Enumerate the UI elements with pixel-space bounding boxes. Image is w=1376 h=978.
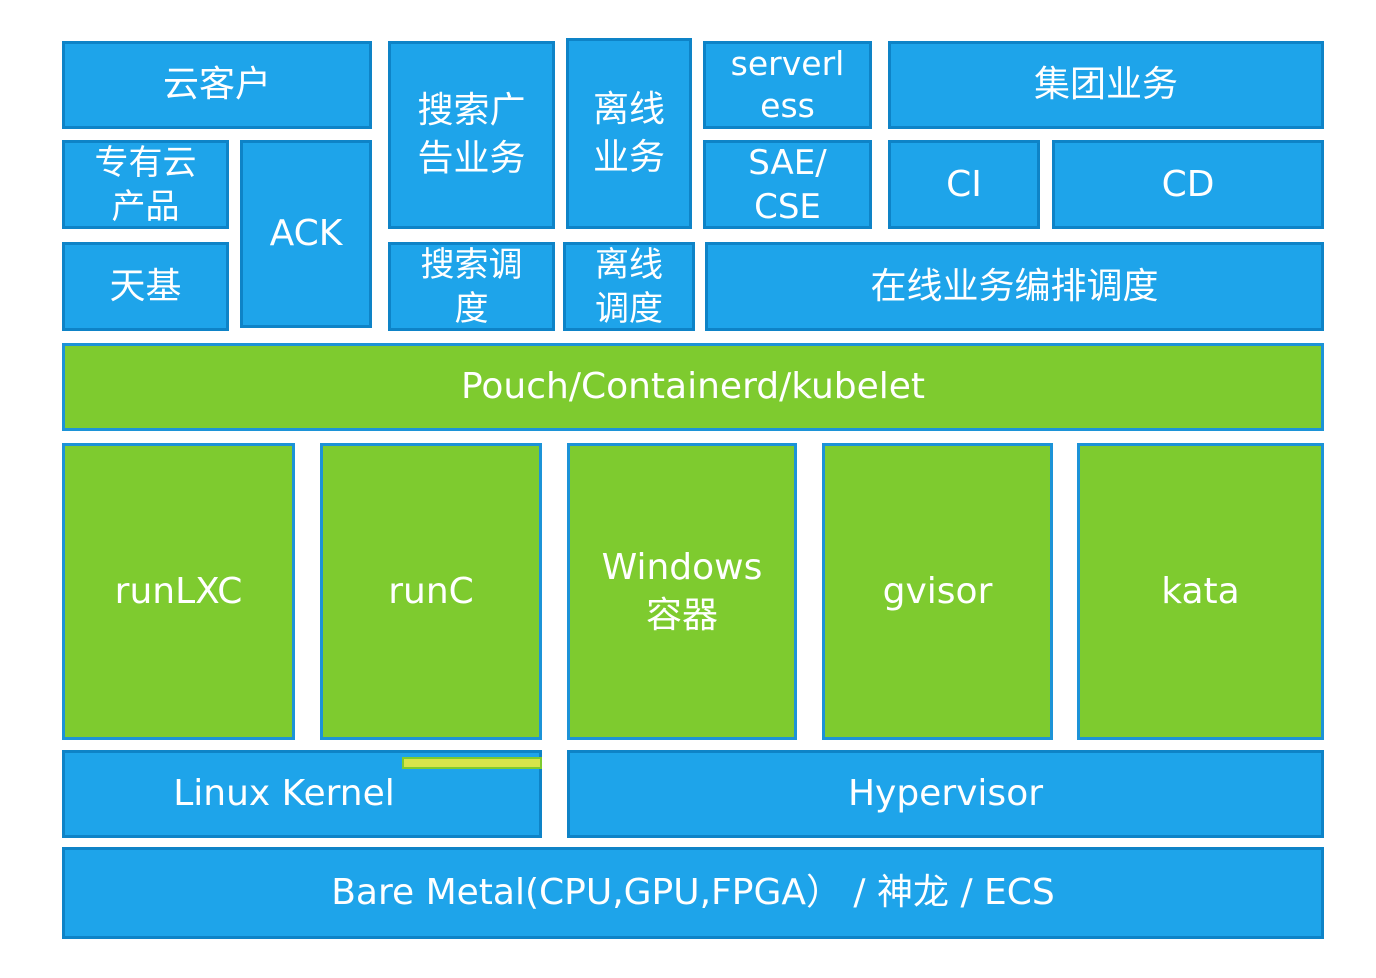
runlxc-box: runLXC — [62, 443, 295, 740]
offline-scheduling-box: 离线 调度 — [563, 242, 695, 331]
pouch-containerd-kubelet-box: Pouch/Containerd/kubelet — [62, 343, 1324, 431]
search-scheduling-box: 搜索调 度 — [388, 242, 555, 331]
ack-box: ACK — [240, 140, 372, 328]
private-cloud-label: 专有云 产品 — [94, 142, 197, 227]
kata-label: kata — [1161, 570, 1240, 612]
group-business-label: 集团业务 — [1033, 64, 1178, 105]
group-business-box: 集团业务 — [888, 41, 1324, 129]
cd-box: CD — [1052, 140, 1324, 229]
windows-container-box: Windows 容器 — [567, 443, 797, 740]
tianji-label: 天基 — [109, 265, 182, 307]
windows-container-label: Windows 容器 — [601, 546, 763, 636]
online-orchestration-label: 在线业务编排调度 — [870, 265, 1159, 307]
ci-label: CI — [946, 163, 982, 205]
ack-label: ACK — [269, 213, 343, 254]
hypervisor-box: Hypervisor — [567, 750, 1324, 838]
ci-box: CI — [888, 140, 1040, 229]
bare-metal-label: Bare Metal(CPU,GPU,FPGA） / 神龙 / ECS — [331, 872, 1055, 913]
search-scheduling-label: 搜索调 度 — [420, 244, 523, 329]
gvisor-box: gvisor — [822, 443, 1053, 740]
offline-scheduling-label: 离线 调度 — [595, 244, 663, 329]
runc-kernel-connector — [402, 757, 542, 769]
cd-label: CD — [1161, 163, 1215, 205]
bare-metal-box: Bare Metal(CPU,GPU,FPGA） / 神龙 / ECS — [62, 847, 1324, 939]
linux-kernel-label: Linux Kernel — [173, 773, 395, 814]
cloud-customer-label: 云客户 — [162, 64, 271, 105]
serverless-box: serverl ess — [703, 41, 872, 129]
online-orchestration-box: 在线业务编排调度 — [705, 242, 1324, 331]
private-cloud-box: 专有云 产品 — [62, 140, 229, 229]
kata-box: kata — [1077, 443, 1324, 740]
offline-business-box: 离线 业务 — [566, 38, 692, 229]
runc-box: runC — [320, 443, 542, 740]
cloud-customer-box: 云客户 — [62, 41, 372, 129]
search-ads-box: 搜索广 告业务 — [388, 41, 555, 229]
runlxc-label: runLXC — [114, 570, 243, 612]
serverless-label: serverl ess — [730, 44, 845, 125]
hypervisor-label: Hypervisor — [847, 773, 1044, 814]
sae-cse-box: SAE/ CSE — [703, 140, 872, 229]
search-ads-label: 搜索广 告业务 — [417, 90, 526, 179]
offline-business-label: 离线 业务 — [592, 88, 665, 178]
runc-label: runC — [388, 570, 474, 612]
sae-cse-label: SAE/ CSE — [748, 142, 827, 227]
gvisor-label: gvisor — [882, 570, 993, 612]
tianji-box: 天基 — [62, 242, 229, 331]
pouch-containerd-kubelet-label: Pouch/Containerd/kubelet — [460, 366, 926, 407]
